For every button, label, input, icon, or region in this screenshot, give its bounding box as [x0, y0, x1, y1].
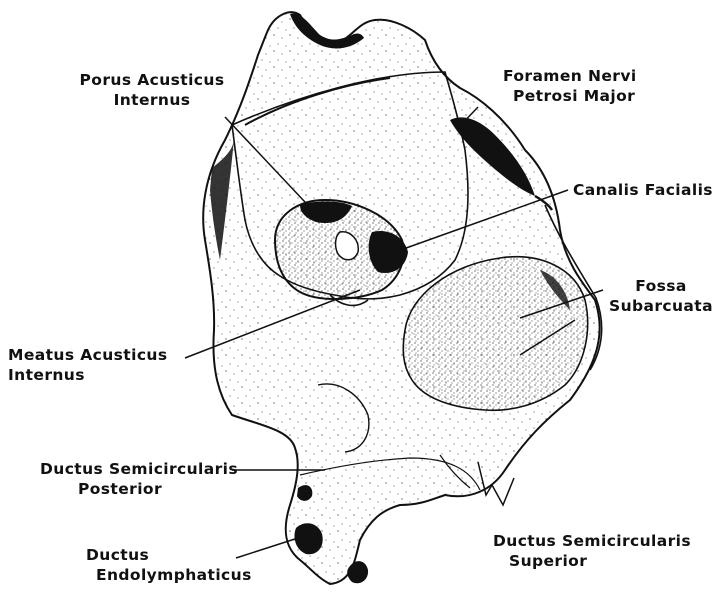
label-porus-acusticus-internus: Porus Acusticus Internus [72, 70, 232, 110]
label-canalis-facialis: Canalis Facialis [573, 180, 713, 200]
label-ductus-endolymphaticus: Ductus Endolymphaticus [82, 545, 252, 585]
label-ductus-semicircularis-superior: Ductus Semicircularis Superior [493, 531, 691, 571]
label-meatus-acusticus-internus: Meatus Acusticus Internus [8, 345, 167, 385]
label-ductus-semicircularis-posterior: Ductus Semicircularis Posterior [40, 459, 238, 499]
label-foramen-nervi-petrosi-major: Foramen Nervi Petrosi Major [503, 66, 637, 106]
label-fossa-subarcuata: Fossa Subarcuata [603, 276, 719, 316]
